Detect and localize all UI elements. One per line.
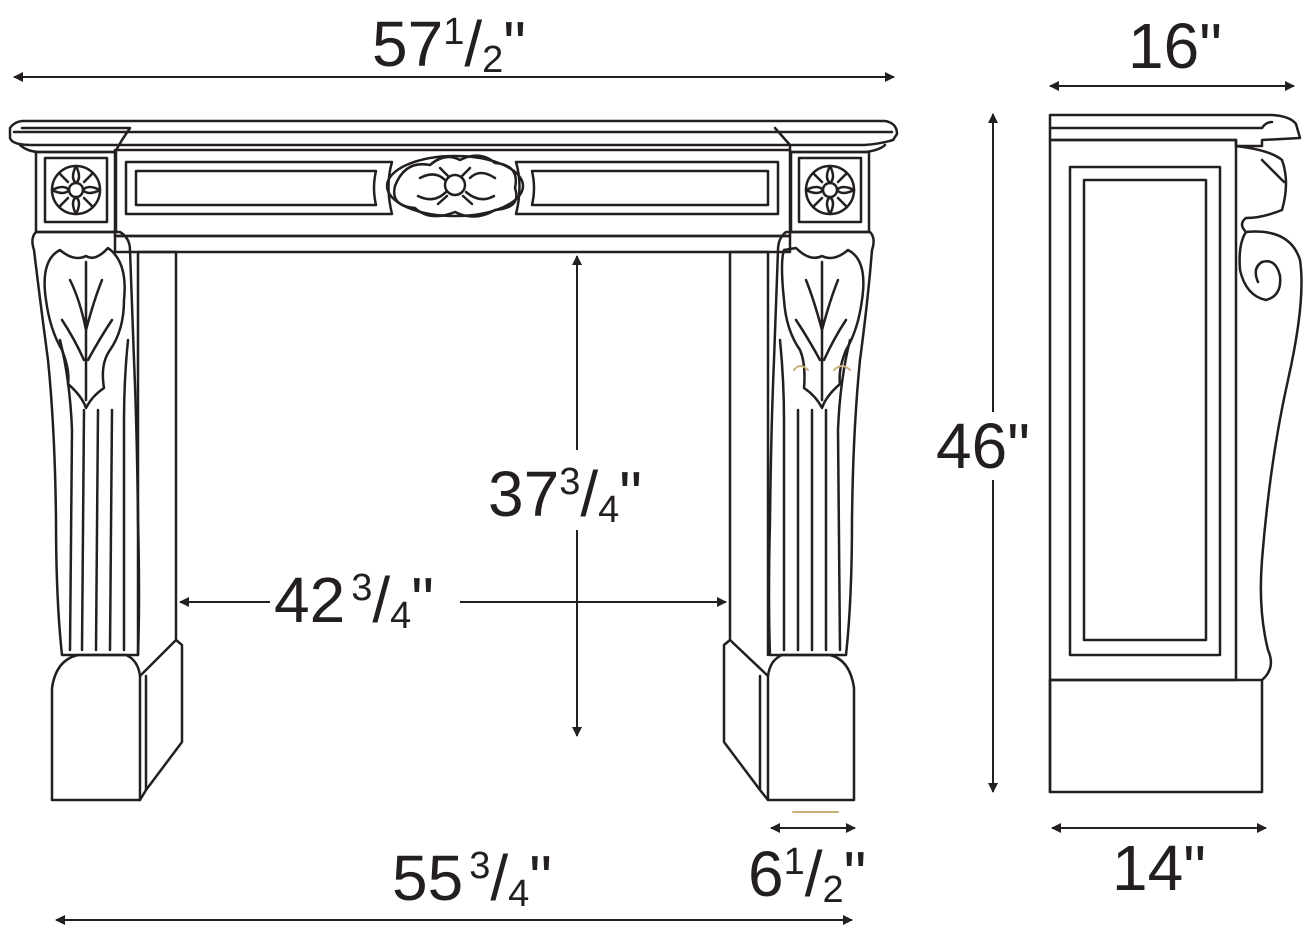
opening-width-denominator: 4 <box>390 595 412 637</box>
overall-width-unit: " <box>503 8 526 80</box>
opening-height-whole: 37 <box>488 458 560 530</box>
overall-width-slash: / <box>464 8 483 80</box>
left-corner-block <box>34 150 118 234</box>
right-plinth-return <box>722 638 770 802</box>
leg-width-numerator: 1 <box>783 841 805 883</box>
right-block-inner <box>797 156 863 224</box>
side-shelf <box>1048 113 1302 148</box>
opening-width-slash: / <box>372 564 391 636</box>
footprint-width-numerator: 3 <box>469 845 491 887</box>
left-plinth <box>50 653 142 802</box>
left-jamb <box>136 250 178 657</box>
leg-width-slash: / <box>804 838 823 910</box>
right-block-rosette <box>804 164 856 216</box>
opening-height-denominator: 4 <box>598 489 620 531</box>
frieze-panel-right-inner <box>530 169 770 207</box>
footprint-width-whole: 55 <box>392 842 464 914</box>
left-plinth-return <box>138 638 184 802</box>
opening-width-whole: 42 <box>274 564 346 636</box>
shelf-left-return <box>18 126 132 154</box>
front-view <box>8 119 899 813</box>
overall-width-numerator: 1 <box>443 11 465 53</box>
left-block-inner <box>43 156 109 224</box>
overall-height-label-mask <box>934 412 1046 480</box>
opening-height-label-mask <box>484 450 664 530</box>
side-view <box>1048 113 1303 794</box>
leg-width-denominator: 2 <box>822 869 844 911</box>
left-leaf-carving <box>43 246 126 410</box>
right-corbel <box>767 230 875 657</box>
overall-width-label: 571/2" <box>372 11 526 79</box>
footprint-width-slash: / <box>490 842 509 914</box>
opening-width-unit: " <box>411 564 434 636</box>
side-corbel <box>1234 144 1303 682</box>
opening-width-numerator: 3 <box>351 567 373 609</box>
overall-width-denominator: 2 <box>482 39 504 81</box>
overall-width-whole: 57 <box>372 8 444 80</box>
opening-width-label-mask <box>270 566 460 634</box>
left-block-rosette <box>50 164 102 216</box>
leg-width-label: 61/2" <box>748 841 866 909</box>
side-panel-outer <box>1068 165 1222 657</box>
footprint-width-unit: " <box>529 842 552 914</box>
opening-height-numerator: 3 <box>559 461 581 503</box>
shelf-depth-label: 16" <box>1128 10 1222 82</box>
opening-height-slash: / <box>580 458 599 530</box>
footprint-width-denominator: 4 <box>508 873 530 915</box>
right-leaf-carving <box>780 246 865 410</box>
frieze-panel-left-inner <box>134 169 378 207</box>
frieze-band-inner <box>113 234 792 254</box>
leg-width-whole: 6 <box>748 838 784 910</box>
center-rosette <box>385 154 525 218</box>
leg-width-unit: " <box>843 838 867 910</box>
base-depth-label: 14" <box>1112 832 1206 904</box>
opening-height-label: 373/4" <box>488 461 642 529</box>
left-corbel <box>31 230 141 657</box>
overall-height-label: 46" <box>936 410 1030 482</box>
right-plinth <box>766 653 856 802</box>
accent-touches <box>792 365 851 813</box>
side-body <box>1048 138 1238 682</box>
right-jamb <box>728 250 770 657</box>
opening-height-unit: " <box>619 458 642 530</box>
side-base <box>1048 678 1264 794</box>
mantel-shelf <box>8 119 899 147</box>
side-panel-inner <box>1082 178 1208 642</box>
right-corner-block <box>789 150 871 234</box>
